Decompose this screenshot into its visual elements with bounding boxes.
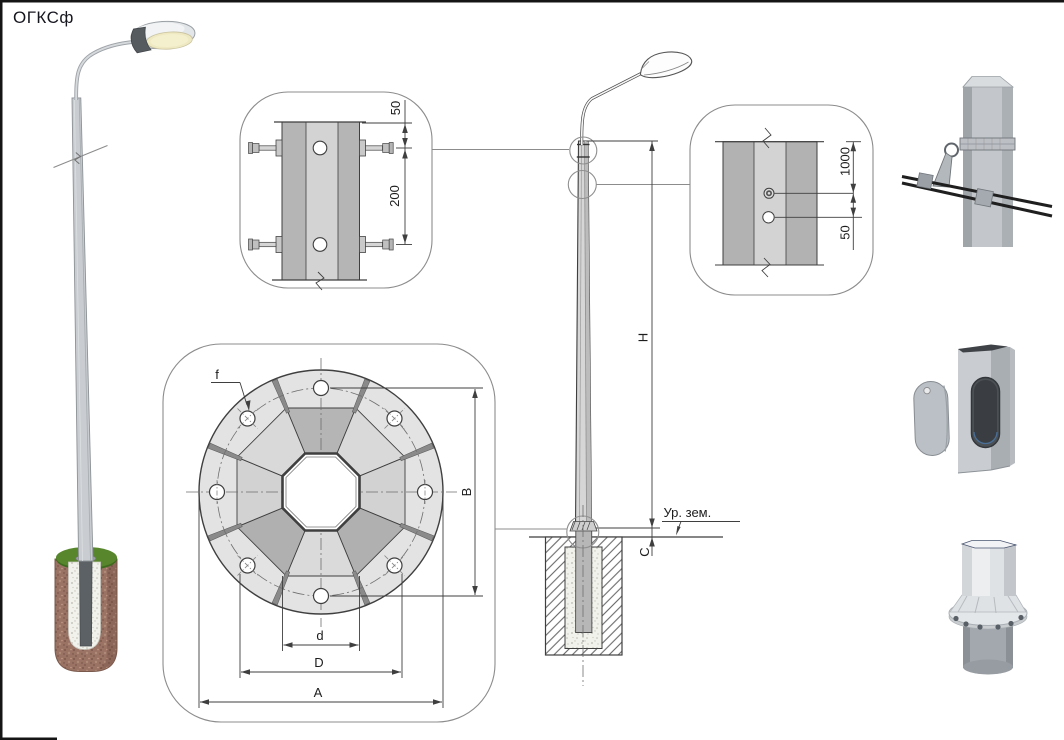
- pole-3d-render: [53, 20, 196, 672]
- dim-label-f: f: [215, 367, 219, 382]
- dim-label-200: 200: [387, 185, 402, 207]
- sheet-border-left: [0, 0, 3, 740]
- dim-label-1000: 1000: [838, 147, 853, 176]
- base-flare: [949, 594, 1027, 613]
- flange-gussets: [236, 407, 406, 577]
- bolt-left-lower: [248, 236, 283, 253]
- break-symbol: [762, 127, 772, 149]
- sheet-border-top: [0, 0, 1064, 3]
- ground-level-label: Ур. зем.: [664, 505, 712, 520]
- anchor-studs: [953, 614, 1024, 630]
- dim-label-50-top: 50: [388, 101, 403, 115]
- plate-hole: [312, 237, 328, 252]
- break-symbol: [315, 271, 325, 291]
- lamp-arm-3d: [74, 39, 136, 101]
- pole-elevation-view: H C Ур. зем.: [529, 51, 740, 686]
- bolt-right-upper: [359, 139, 394, 157]
- dim-label-B: B: [459, 488, 474, 497]
- embedded-pole-section: [79, 556, 93, 647]
- detail-marker-circle-top: [569, 136, 598, 165]
- dim-label-50-side: 50: [838, 225, 853, 239]
- bolt-left-upper: [248, 139, 283, 157]
- dim-label-H: H: [636, 333, 651, 342]
- detail-marker-circle-band: [567, 169, 597, 200]
- page-title: ОГКСф: [13, 8, 74, 27]
- embedded-pole-elevation: [575, 528, 593, 633]
- bolt-right-lower: [359, 236, 394, 253]
- sheet-border-bottom-left: [0, 737, 57, 740]
- cable-clamp-block: [916, 172, 934, 190]
- cable-clamp-block: [974, 188, 994, 208]
- lamp-arm-elevation: [580, 69, 647, 146]
- dim-label-A: A: [314, 685, 323, 700]
- break-symbol: [761, 257, 771, 278]
- detail-box-top-plate: 50 200: [239, 91, 433, 291]
- detail-box-side-plate: 1000 50: [689, 104, 874, 296]
- detail-box-flange: f B d D A: [162, 343, 496, 723]
- dim-label-D: D: [314, 655, 323, 670]
- octagon-hole: [281, 452, 361, 532]
- lamp-head-3d: [130, 20, 196, 54]
- handhole-cover: [913, 380, 950, 456]
- lamp-head-elevation: [639, 51, 693, 79]
- dim-label-C: C: [637, 547, 652, 556]
- dim-label-d: d: [316, 628, 323, 643]
- hole-centermarks: [216, 408, 426, 576]
- clamp-3d-render: [901, 76, 1053, 247]
- anchor-base-3d-render: [948, 540, 1028, 675]
- plate-hole: [762, 211, 775, 224]
- handhole-3d-render: [913, 344, 1015, 474]
- plate-hole: [312, 140, 328, 156]
